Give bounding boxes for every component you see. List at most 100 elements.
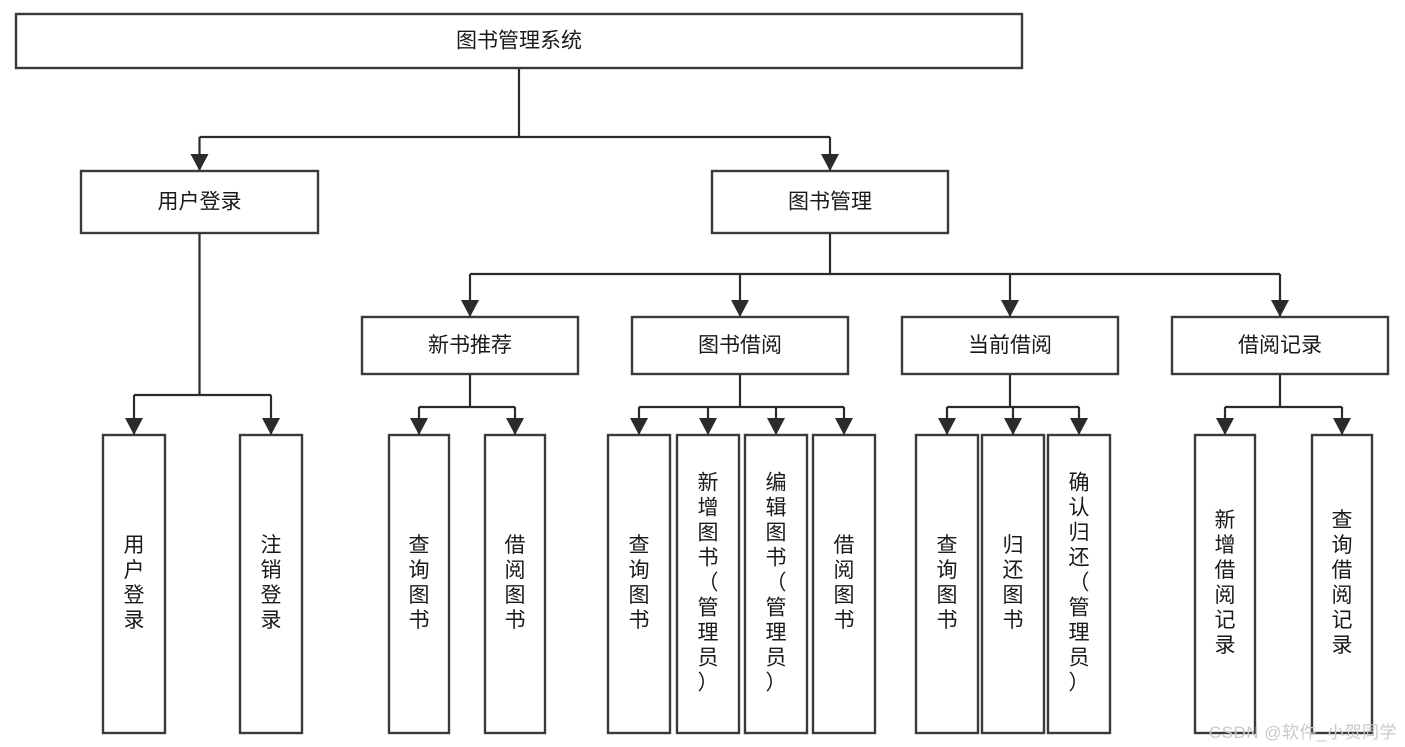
node-box xyxy=(606,433,672,735)
arrow-head-icon xyxy=(506,418,524,435)
node-borrow-record[interactable]: 借阅记录 xyxy=(1170,315,1390,376)
node-label-char: 登 xyxy=(124,584,145,607)
node-label-char: （ xyxy=(698,572,719,595)
node-label-char: 编 xyxy=(766,472,787,495)
arrow-head-icon xyxy=(699,418,717,435)
node-book-borrow[interactable]: 图书借阅 xyxy=(630,315,850,376)
node-current-borrow[interactable]: 当前借阅 xyxy=(900,315,1120,376)
node-label-char: 增 xyxy=(698,497,719,520)
node-box xyxy=(1310,433,1374,735)
node-label-char: （ xyxy=(1069,572,1090,595)
arrow-head-icon xyxy=(1001,300,1019,317)
node-box xyxy=(101,433,167,735)
node-box xyxy=(14,12,1024,70)
arrow-head-icon xyxy=(190,154,209,171)
node-label-char: 借 xyxy=(834,534,855,557)
arrow-head-icon xyxy=(767,418,785,435)
node-label-char: 管 xyxy=(698,597,719,620)
node-root[interactable]: 图书管理系统 xyxy=(14,12,1024,70)
node-label-char: 图 xyxy=(409,584,430,607)
node-label-char: 记 xyxy=(1215,609,1236,632)
node-label-char: 注 xyxy=(261,534,282,557)
node-label-char: 书 xyxy=(629,609,650,632)
node-box xyxy=(1193,433,1257,735)
node-label-char: 员 xyxy=(1069,647,1090,670)
arrow-head-icon xyxy=(938,418,956,435)
node-label-char: 图 xyxy=(1003,584,1024,607)
node-label-char: 借 xyxy=(1332,559,1353,582)
node-box xyxy=(79,169,320,235)
node-book-manage[interactable]: 图书管理 xyxy=(710,169,950,235)
node-label-char: 归 xyxy=(1069,522,1090,545)
node-label-char: 认 xyxy=(1069,497,1090,520)
node-label-char: 阅 xyxy=(834,559,855,582)
node-box xyxy=(743,433,809,735)
node-new-book-rec[interactable]: 新书推荐 xyxy=(360,315,580,376)
node-label-char: 图 xyxy=(629,584,650,607)
node-label-char: 销 xyxy=(261,559,282,582)
node-box xyxy=(483,433,547,735)
node-leaf-user-login[interactable]: 用户登录 xyxy=(101,433,167,735)
arrow-head-icon xyxy=(835,418,853,435)
node-box xyxy=(675,433,741,735)
node-box xyxy=(630,315,850,376)
node-label-char: 录 xyxy=(124,609,145,632)
arrow-head-icon xyxy=(630,418,648,435)
node-label-char: 用 xyxy=(124,534,145,557)
node-label-char: 书 xyxy=(505,609,526,632)
node-label-char: 确 xyxy=(1069,472,1090,495)
node-box xyxy=(900,315,1120,376)
arrow-head-icon xyxy=(821,154,839,171)
node-label-char: 新 xyxy=(1215,509,1236,532)
node-label: 新书推荐 xyxy=(428,334,512,357)
node-label-char: 查 xyxy=(937,534,958,557)
connector-layer xyxy=(125,68,1351,435)
node-layer: 图书管理系统用户登录图书管理新书推荐图书借阅当前借阅借阅记录用户登录注销登录查询… xyxy=(14,12,1390,735)
watermark-text: CSDN @软件_小贺同学 xyxy=(1208,723,1397,742)
arrow-head-icon xyxy=(1216,418,1234,435)
node-label-char: 录 xyxy=(1215,634,1236,657)
node-label-char: 图 xyxy=(698,522,719,545)
node-label-char: 录 xyxy=(1332,634,1353,657)
node-user-login[interactable]: 用户登录 xyxy=(79,169,320,235)
node-label-char: 理 xyxy=(766,622,787,645)
node-label-char: ） xyxy=(766,672,787,695)
node-label-char: 询 xyxy=(629,559,650,582)
node-label-char: 增 xyxy=(1215,534,1236,557)
arrow-head-icon xyxy=(1004,418,1022,435)
node-box xyxy=(980,433,1046,735)
node-label-char: 还 xyxy=(1069,547,1090,570)
node-box xyxy=(1046,433,1112,735)
node-label-char: 借 xyxy=(1215,559,1236,582)
node-label: 图书借阅 xyxy=(698,334,782,357)
node-label: 当前借阅 xyxy=(968,334,1052,357)
node-label-char: 阅 xyxy=(1332,584,1353,607)
node-label-char: 书 xyxy=(766,547,787,570)
node-box xyxy=(238,433,304,735)
node-label-char: 图 xyxy=(937,584,958,607)
node-label-char: 借 xyxy=(505,534,526,557)
node-label-char: 书 xyxy=(937,609,958,632)
node-label-char: （ xyxy=(766,572,787,595)
node-label-char: 管 xyxy=(766,597,787,620)
node-label-char: 归 xyxy=(1003,534,1024,557)
node-label-char: 图 xyxy=(766,522,787,545)
node-label: 借阅记录 xyxy=(1238,334,1322,357)
node-label-char: ） xyxy=(698,672,719,695)
node-label-char: 员 xyxy=(766,647,787,670)
node-label-char: 查 xyxy=(629,534,650,557)
